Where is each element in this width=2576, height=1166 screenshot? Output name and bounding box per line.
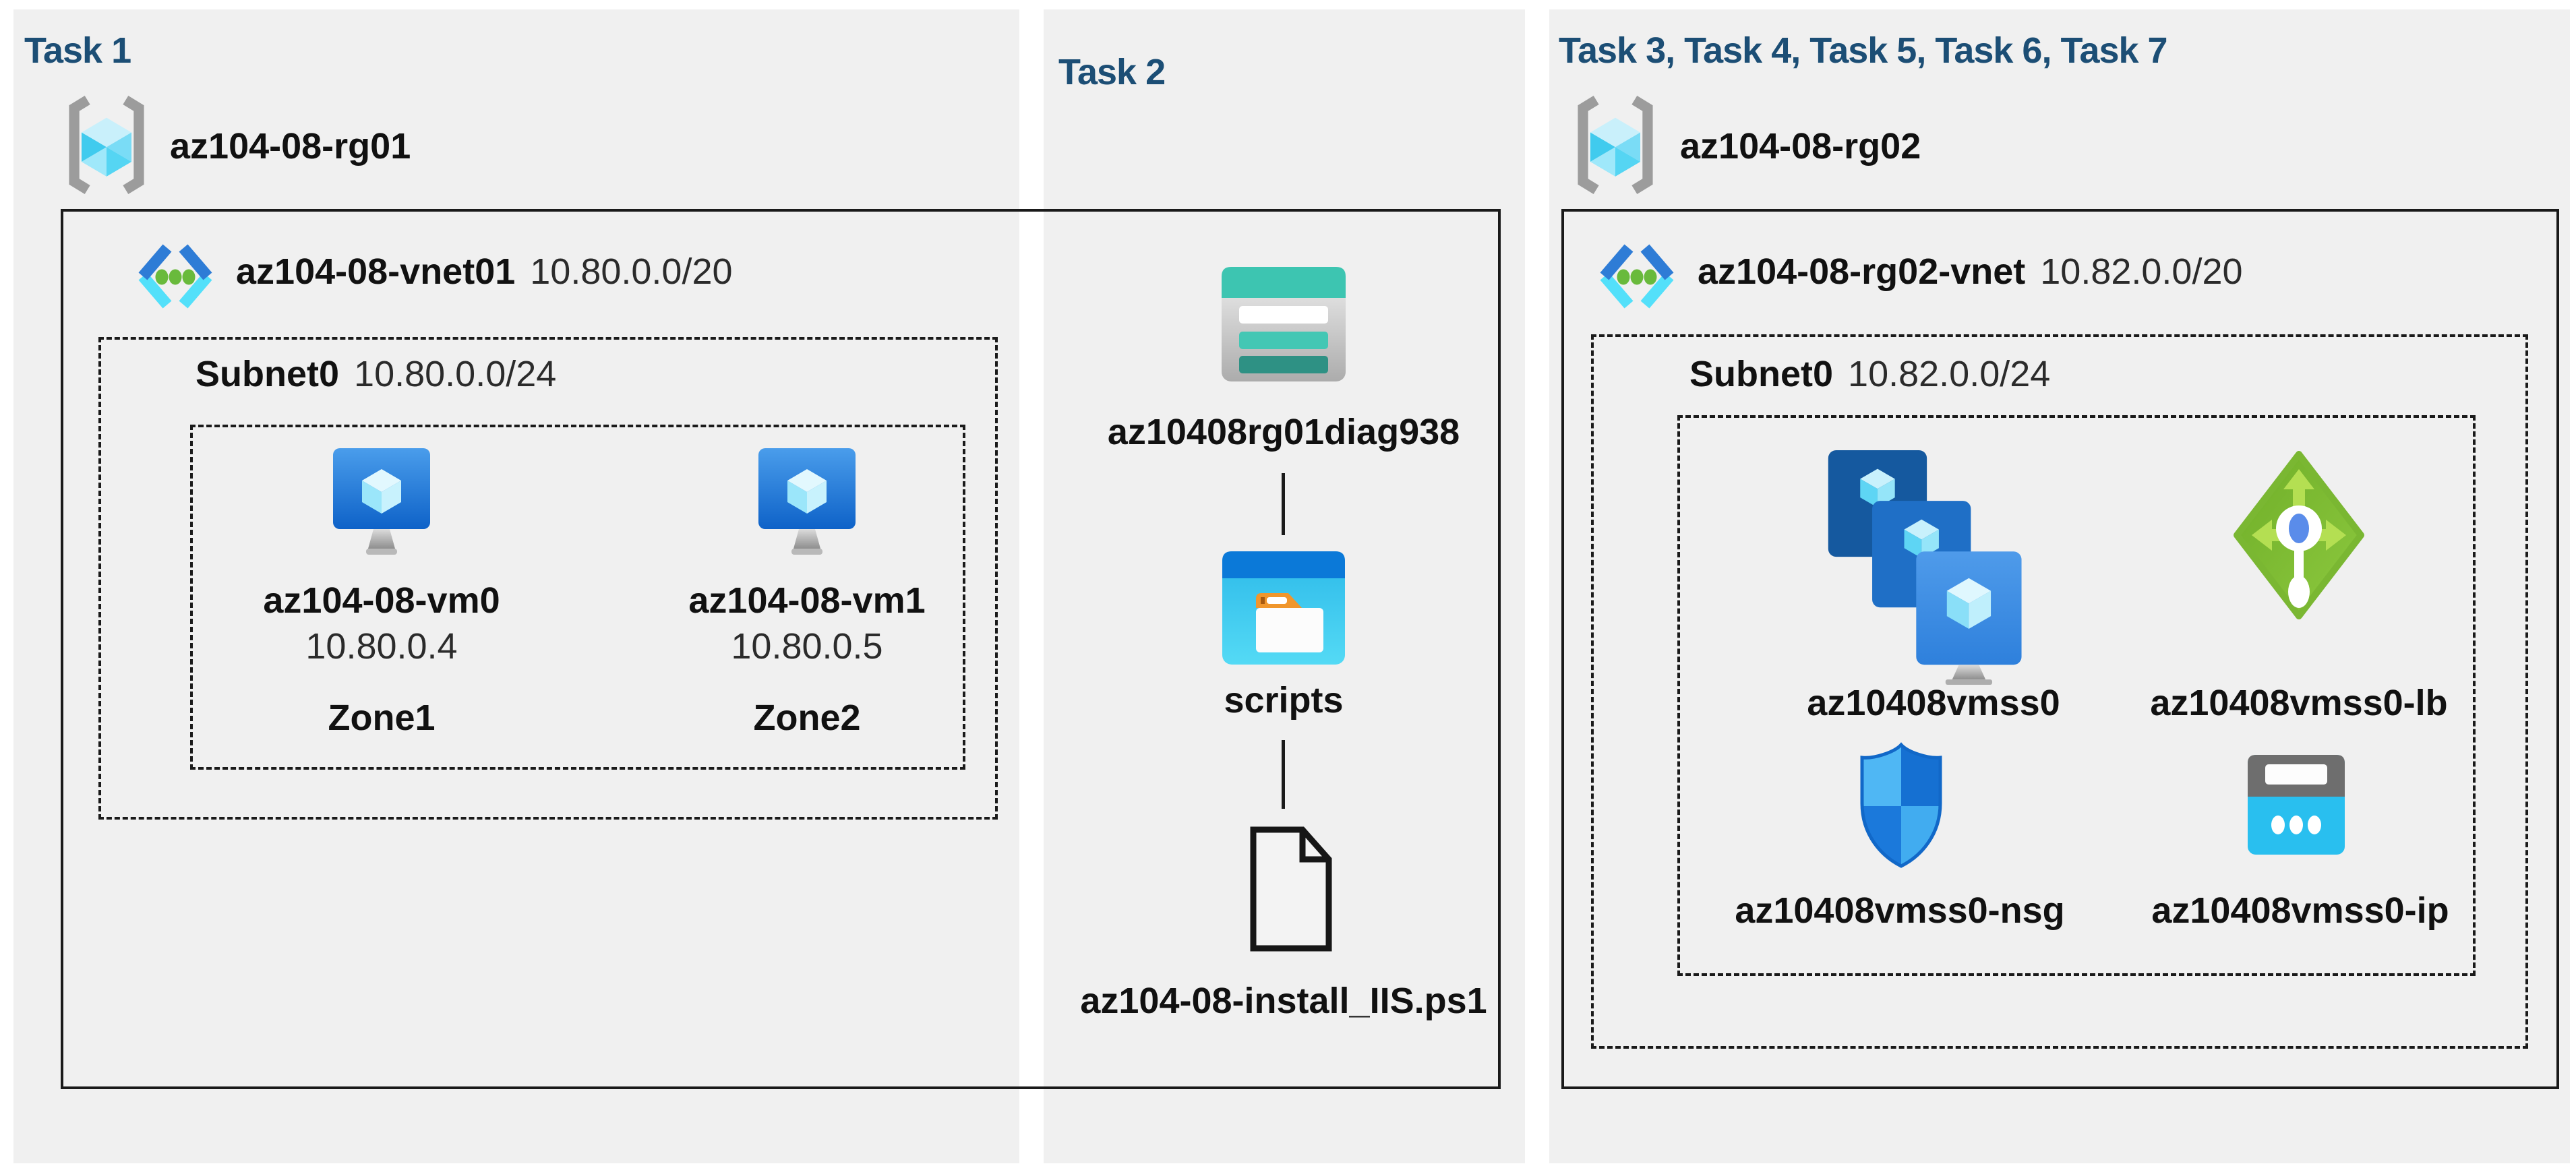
subnet-title: Subnet0 10.80.0.0/24 bbox=[196, 353, 556, 395]
vnet01-boundary-box bbox=[61, 209, 1501, 1089]
virtual-network-icon bbox=[1600, 244, 1674, 309]
vnet-title: az104-08-rg02-vnet 10.82.0.0/20 bbox=[1698, 251, 2243, 293]
public-ip-icon bbox=[2248, 755, 2345, 855]
public-ip-name: az10408vmss0-ip bbox=[2151, 890, 2449, 931]
vm0-group: az104-08-vm0 10.80.0.4 Zone1 bbox=[247, 446, 516, 739]
connector-storage-to-container bbox=[1282, 473, 1285, 535]
subnet-name: Subnet0 bbox=[196, 354, 340, 394]
vm-name: az104-08-vm0 bbox=[263, 580, 500, 621]
vm-zone: Zone2 bbox=[753, 698, 861, 738]
resource-group-icon bbox=[1578, 96, 1653, 194]
vm-ip: 10.80.0.4 bbox=[305, 626, 458, 667]
vm-ip: 10.80.0.5 bbox=[731, 626, 883, 667]
vnet-cidr: 10.80.0.0/20 bbox=[530, 251, 733, 292]
vm-zone: Zone1 bbox=[328, 698, 436, 738]
resource-group-icon bbox=[69, 96, 144, 194]
vmss-name: az10408vmss0 bbox=[1807, 683, 2060, 723]
task3-7-panel bbox=[1549, 9, 2570, 1163]
vm1-group: az104-08-vm1 10.80.0.5 Zone2 bbox=[672, 446, 942, 739]
virtual-machine-icon bbox=[333, 448, 430, 555]
script-file-name: az104-08-install_IIS.ps1 bbox=[1080, 981, 1487, 1021]
vnet-name: az104-08-vnet01 bbox=[236, 251, 516, 292]
network-security-group-icon bbox=[1860, 742, 1942, 868]
load-balancer-name: az10408vmss0-lb bbox=[2150, 683, 2448, 723]
task3-7-header: Task 3, Task 4, Task 5, Task 6, Task 7 bbox=[1559, 30, 2168, 71]
subnet0-box bbox=[98, 337, 998, 820]
vnet-title: az104-08-vnet01 10.80.0.0/20 bbox=[236, 251, 733, 293]
task1-panel bbox=[13, 9, 1019, 1163]
subnet-cidr: 10.82.0.0/24 bbox=[1848, 354, 2051, 394]
task2-header: Task 2 bbox=[1058, 52, 1166, 92]
rg02-vnet-boundary-box bbox=[1561, 209, 2559, 1089]
script-file-icon bbox=[1250, 826, 1332, 952]
vmss-resources-box bbox=[1677, 415, 2476, 976]
load-balancer-icon bbox=[2234, 451, 2364, 619]
vnet-name: az104-08-rg02-vnet bbox=[1698, 251, 2026, 292]
task1-header: Task 1 bbox=[24, 30, 131, 71]
subnet-title: Subnet0 10.82.0.0/24 bbox=[1689, 353, 2050, 395]
storage-account-name: az10408rg01diag938 bbox=[1107, 412, 1460, 452]
vnet-cidr: 10.82.0.0/20 bbox=[2040, 251, 2243, 292]
subnet-name: Subnet0 bbox=[1689, 354, 1834, 394]
virtual-network-icon bbox=[138, 244, 212, 309]
resource-group-name: az104-08-rg01 bbox=[170, 126, 411, 166]
subnet0-box bbox=[1591, 334, 2528, 1049]
container-name: scripts bbox=[1224, 680, 1344, 720]
vm-zone-box bbox=[190, 425, 965, 770]
blob-container-icon bbox=[1222, 551, 1345, 665]
vm-name: az104-08-vm1 bbox=[688, 580, 926, 621]
nsg-name: az10408vmss0-nsg bbox=[1735, 890, 2065, 931]
storage-account-icon bbox=[1222, 267, 1346, 381]
connector-container-to-file bbox=[1282, 740, 1285, 809]
resource-group-name: az104-08-rg02 bbox=[1680, 126, 1921, 166]
virtual-machine-icon bbox=[758, 448, 856, 555]
subnet-cidr: 10.80.0.0/24 bbox=[354, 354, 557, 394]
vm-scale-set-icon bbox=[1828, 450, 2022, 685]
